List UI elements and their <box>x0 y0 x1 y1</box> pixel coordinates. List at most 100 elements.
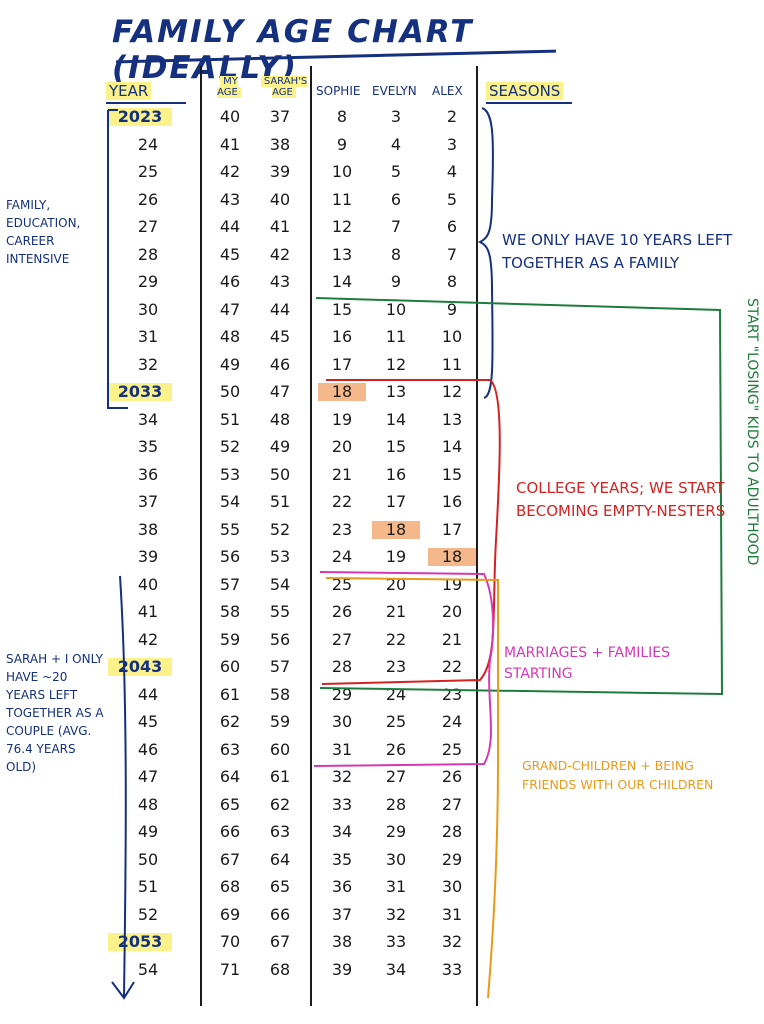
evelyn-age-cell: 28 <box>385 794 407 814</box>
evelyn-age-cell: 14 <box>385 409 407 429</box>
evelyn-age-cell: 19 <box>385 547 407 566</box>
alex-age-cell: 18 <box>428 548 476 566</box>
year-cell: 46 <box>137 739 159 759</box>
alex-age-cell: 4 <box>446 162 458 181</box>
sarahs-age-cell: 48 <box>269 409 291 429</box>
evelyn-age-cell: 5 <box>390 162 402 181</box>
sarahs-age-cell: 47 <box>269 382 291 401</box>
sophie-age-cell: 28 <box>331 657 353 676</box>
my-age-cell: 67 <box>219 849 241 869</box>
sophie-age-cell: 13 <box>331 244 353 264</box>
my-age-cell: 47 <box>219 299 241 319</box>
year-cell: 44 <box>137 684 159 704</box>
sarahs-age-cell: 64 <box>269 849 291 869</box>
year-cell: 37 <box>137 492 159 511</box>
magenta-bracket <box>313 571 495 767</box>
my-age-cell: 71 <box>219 959 241 979</box>
alex-age-cell: 17 <box>441 519 463 539</box>
sophie-age-cell: 25 <box>331 574 353 594</box>
sophie-age-cell: 34 <box>331 822 353 841</box>
evelyn-age-cell: 11 <box>385 327 407 346</box>
my-age-cell: 66 <box>219 822 241 841</box>
year-cell: 48 <box>137 794 159 814</box>
my-age-cell: 53 <box>219 464 241 484</box>
alex-age-cell: 10 <box>441 327 463 346</box>
evelyn-age-cell: 4 <box>390 134 402 154</box>
evelyn-age-cell: 32 <box>385 904 407 924</box>
sarahs-age-cell: 38 <box>269 134 291 154</box>
sarahs-age-cell: 45 <box>269 327 291 346</box>
alex-age-cell: 30 <box>441 877 463 896</box>
year-cell: 29 <box>137 272 159 291</box>
sarahs-age-cell: 55 <box>269 602 291 621</box>
year-cell: 35 <box>137 437 159 456</box>
alex-age-cell: 15 <box>441 464 463 484</box>
sophie-age-cell: 35 <box>331 849 353 869</box>
sophie-age-cell: 14 <box>331 272 353 291</box>
sophie-age-cell: 20 <box>331 437 353 456</box>
sophie-age-cell: 26 <box>331 602 353 621</box>
year-cell: 38 <box>137 519 159 539</box>
header-year: Year <box>106 82 186 100</box>
sophie-age-cell: 27 <box>331 629 353 649</box>
year-cell: 2023 <box>108 108 172 126</box>
sarahs-age-cell: 37 <box>269 107 291 126</box>
header-my-age-label: My Age <box>217 76 241 98</box>
note-couple-years: Sarah + I only have ~20 years left toget… <box>6 652 104 774</box>
divider-after-parents <box>310 66 312 1006</box>
sophie-age-cell: 18 <box>318 383 366 401</box>
year-cell: 34 <box>137 409 159 429</box>
sarahs-age-cell: 39 <box>269 162 291 181</box>
note-family-intensive: Family, education, career intensive <box>6 198 81 266</box>
my-age-cell: 45 <box>219 244 241 264</box>
alex-age-cell: 22 <box>441 657 463 676</box>
my-age-cell: 65 <box>219 794 241 814</box>
sarahs-age-cell: 43 <box>269 272 291 291</box>
my-age-cell: 61 <box>219 684 241 704</box>
sophie-age-cell: 36 <box>331 877 353 896</box>
alex-age-cell: 13 <box>441 409 463 429</box>
alex-age-cell: 6 <box>446 217 458 236</box>
alex-age-cell: 21 <box>441 629 463 649</box>
alex-age-cell: 26 <box>441 767 463 786</box>
red-bracket <box>321 379 501 685</box>
sarahs-age-cell: 60 <box>269 739 291 759</box>
sarahs-age-cell: 54 <box>269 574 291 594</box>
evelyn-age-cell: 3 <box>390 107 402 126</box>
year-cell: 26 <box>137 189 159 209</box>
year-cell: 41 <box>137 602 159 621</box>
my-age-cell: 52 <box>219 437 241 456</box>
my-age-cell: 55 <box>219 519 241 539</box>
alex-age-cell: 31 <box>441 904 463 924</box>
evelyn-age-cell: 33 <box>385 932 407 951</box>
evelyn-age-cell: 34 <box>385 959 407 979</box>
my-age-cell: 68 <box>219 877 241 896</box>
year-cell: 32 <box>137 354 159 374</box>
sarahs-age-cell: 40 <box>269 189 291 209</box>
alex-age-cell: 2 <box>446 107 458 126</box>
note-ten-years-family: We only have 10 years left together as a… <box>502 231 733 272</box>
sophie-age-cell: 24 <box>331 547 353 566</box>
sophie-age-cell: 16 <box>331 327 353 346</box>
orange-bracket <box>325 577 499 999</box>
sophie-age-cell: 33 <box>331 794 353 814</box>
blue-brace <box>477 107 494 399</box>
sarahs-age-cell: 67 <box>269 932 291 951</box>
header-sarahs-age-label: Sarah's Age <box>260 76 308 98</box>
sarahs-age-cell: 65 <box>269 877 291 896</box>
evelyn-age-cell: 7 <box>390 217 402 236</box>
my-age-cell: 48 <box>219 327 241 346</box>
sarahs-age-cell: 46 <box>269 354 291 374</box>
alex-age-cell: 20 <box>441 602 463 621</box>
sarahs-age-cell: 51 <box>269 492 291 511</box>
note-college-years: College years; we start becoming empty-n… <box>516 479 726 520</box>
sarahs-age-cell: 53 <box>269 547 291 566</box>
my-age-cell: 42 <box>219 162 241 181</box>
sarahs-age-cell: 50 <box>269 464 291 484</box>
evelyn-age-cell: 15 <box>385 437 407 456</box>
divider-after-year <box>200 66 202 1006</box>
evelyn-age-cell: 12 <box>385 354 407 374</box>
alex-age-cell: 32 <box>441 932 463 951</box>
sophie-age-cell: 11 <box>331 189 353 209</box>
